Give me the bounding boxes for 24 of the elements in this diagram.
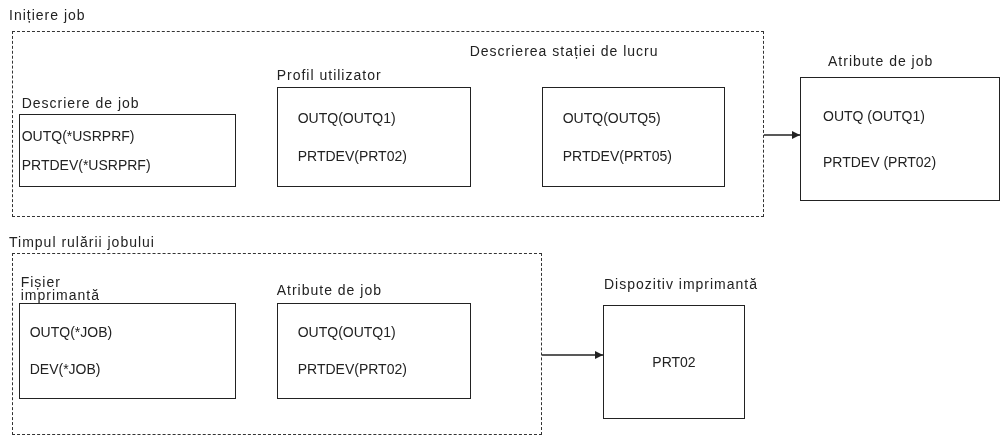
box-title: Atribute de job (828, 53, 934, 69)
parameter-text: PRTDEV (PRT02) (822, 154, 937, 170)
parameter-text: OUTQ(*USRPRF) (20, 127, 135, 144)
parameter-text: PRTDEV(PRT05) (561, 147, 672, 164)
parameter-text: OUTQ(OUTQ1) (296, 324, 396, 341)
parameter-text: PRTDEV(PRT02) (296, 361, 407, 377)
parameter-text: OUTQ(OUTQ1) (296, 109, 396, 126)
parameter-text: PRTDEV(PRT02) (296, 147, 407, 164)
arrow (763, 131, 801, 139)
group-title: Inițiere job (9, 7, 86, 23)
parameter-text: PRTDEV(*USRPRF) (20, 156, 151, 173)
parameter-text: OUTQ(*JOB) (28, 324, 113, 341)
box-title: Fișier imprimantă (20, 275, 101, 302)
box-title: Dispozitiv imprimantă (604, 276, 759, 292)
box-title: Descrierea stației de lucru (469, 42, 659, 59)
group-title: Timpul rulării jobului (9, 234, 155, 250)
parameter-text: OUTQ(OUTQ5) (561, 109, 661, 126)
parameter-text: DEV(*JOB) (28, 361, 101, 377)
parameter-text: OUTQ (OUTQ1) (822, 108, 925, 124)
box-title: Descriere de job (21, 94, 140, 111)
arrow (541, 351, 604, 359)
parameter-text: PRT02 (652, 354, 696, 370)
box-title: Profil utilizator (276, 66, 382, 83)
box-title: Atribute de job (276, 281, 382, 298)
